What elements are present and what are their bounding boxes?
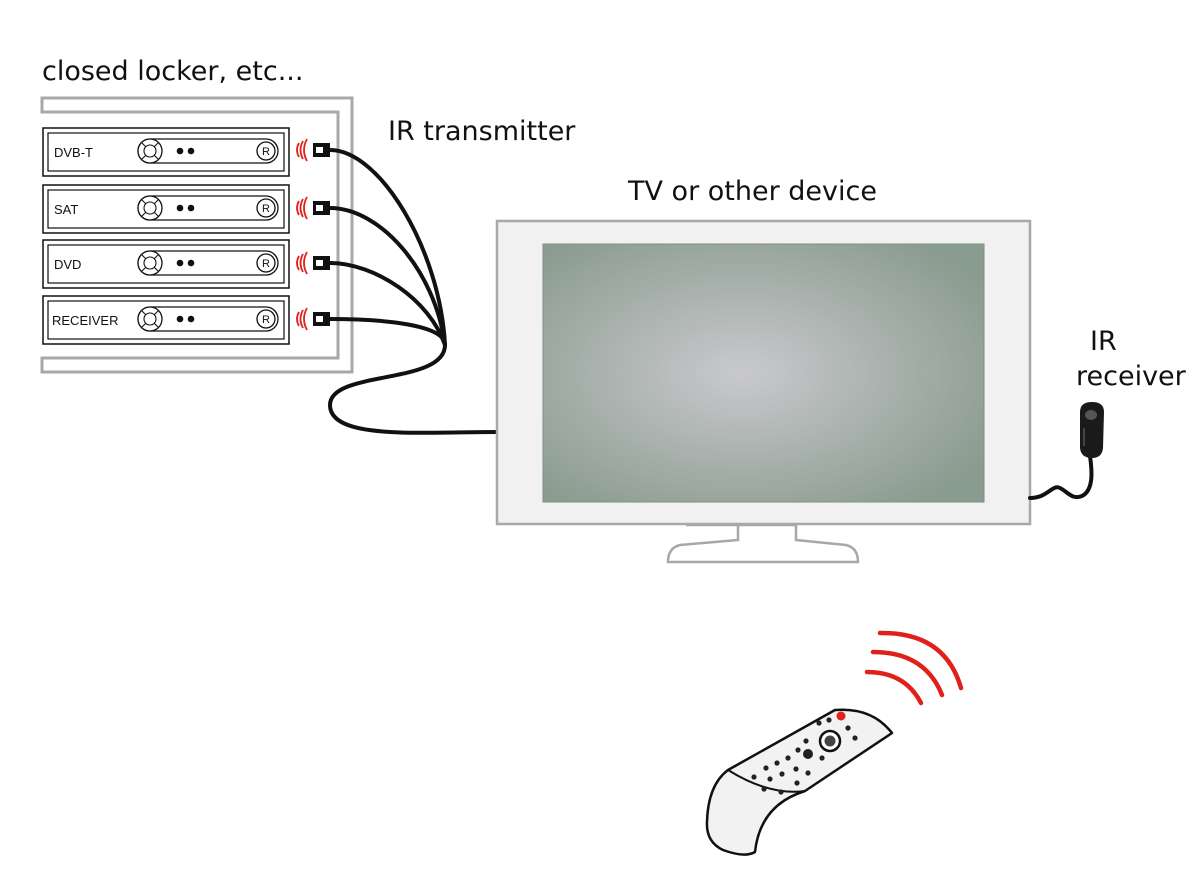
indicator-dot-icon [176,147,184,155]
ir-receiver-label-line1: IR [1090,326,1117,357]
device-label-sat: SAT [54,202,78,217]
device-receiver: RECEIVER R [42,295,290,345]
indicator-dot-icon [187,204,195,212]
tv [495,219,1032,564]
indicator-dot-icon [187,147,195,155]
record-button-icon [256,253,276,273]
ir-signal-icon [296,251,308,275]
ir-receiver-cable [1028,454,1094,500]
ir-signal-icon [296,138,308,162]
record-button-icon [256,141,276,161]
record-button-icon [256,198,276,218]
ir-emitter-icon [313,143,330,157]
device-label-dvd: DVD [54,257,81,272]
ir-emitter-icon [313,201,330,215]
ir-transmitter-label: IR transmitter [388,116,576,147]
device-dvbt: DVB-T R [42,127,290,177]
indicator-dot-icon [187,259,195,267]
ir-transmitter-cables [327,148,499,435]
tv-screen [542,243,985,503]
ir-emitter-icon [313,312,330,326]
device-label-receiver: RECEIVER [52,313,118,328]
device-dvd: DVD R [42,239,290,289]
indicator-dot-icon [187,315,195,323]
ir-emitter-icon [313,256,330,270]
record-button-letter: R [262,258,270,270]
locker-cabinet [40,96,354,374]
indicator-dot-icon [176,315,184,323]
record-button-letter: R [262,203,270,215]
record-button-letter: R [262,314,270,326]
remote-control-icon [705,708,894,856]
locker-label: closed locker, etc... [42,56,303,87]
remote-ir-signal-icon [864,630,964,706]
dpad-icon [137,306,163,332]
ir-signal-icon [296,196,308,220]
indicator-dot-icon [176,204,184,212]
device-label-dvbt: DVB-T [54,145,93,160]
ir-signal-icon [296,307,308,331]
ir-receiver-icon [1080,402,1104,458]
record-button-icon [256,309,276,329]
device-sat: SAT R [42,184,290,234]
dpad-icon [137,195,163,221]
tv-label: TV or other device [627,176,877,207]
ir-receiver-label-line2: receiver [1076,361,1186,392]
record-button-letter: R [262,146,270,158]
dpad-icon [137,250,163,276]
dpad-icon [137,138,163,164]
indicator-dot-icon [176,259,184,267]
